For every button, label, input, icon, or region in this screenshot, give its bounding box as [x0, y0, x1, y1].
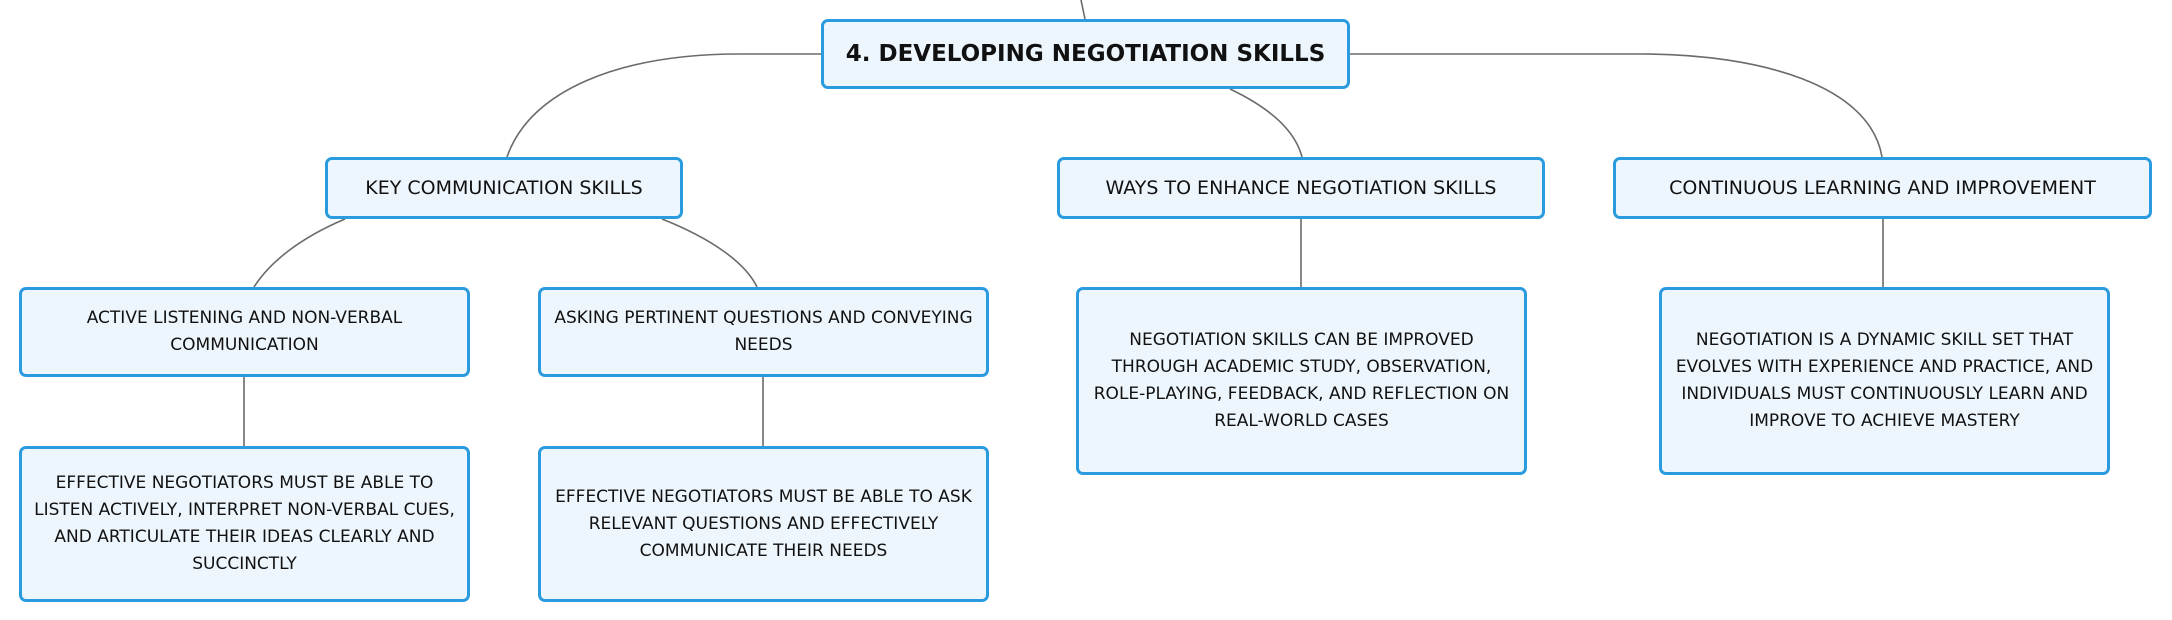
key-communication-skills-label: KEY COMMUNICATION SKILLS: [365, 177, 643, 199]
active-listening-detail-node[interactable]: EFFECTIVE NEGOTIATORS MUST BE ABLE TO LI…: [19, 446, 470, 602]
active-listening-node[interactable]: ACTIVE LISTENING AND NON-VERBAL COMMUNIC…: [19, 287, 470, 377]
asking-questions-node[interactable]: ASKING PERTINENT QUESTIONS AND CONVEYING…: [538, 287, 989, 377]
active-listening-label: ACTIVE LISTENING AND NON-VERBAL COMMUNIC…: [86, 308, 403, 355]
continuous-learning-detail-node[interactable]: NEGOTIATION IS A DYNAMIC SKILL SET THAT …: [1659, 287, 2110, 475]
continuous-learning-detail-text: NEGOTIATION IS A DYNAMIC SKILL SET THAT …: [1675, 330, 2094, 431]
asking-questions-detail-text: EFFECTIVE NEGOTIATORS MUST BE ABLE TO AS…: [555, 486, 972, 561]
active-listening-detail-text: EFFECTIVE NEGOTIATORS MUST BE ABLE TO LI…: [34, 473, 455, 574]
connector-root-to-continuous-learning: [1350, 53, 1883, 158]
connector-root-to-key-communication: [506, 53, 821, 158]
ways-to-enhance-node[interactable]: WAYS TO ENHANCE NEGOTIATION SKILLS: [1057, 157, 1545, 219]
asking-questions-label: ASKING PERTINENT QUESTIONS AND CONVEYING…: [554, 308, 973, 355]
connector-parent-to-root: [1080, 0, 1086, 20]
key-communication-skills-node[interactable]: KEY COMMUNICATION SKILLS: [325, 157, 683, 219]
ways-to-enhance-detail-text: NEGOTIATION SKILLS CAN BE IMPROVED THROU…: [1093, 330, 1510, 431]
root-topic-node[interactable]: 4. DEVELOPING NEGOTIATION SKILLS: [821, 19, 1350, 89]
connector-root-to-ways: [1229, 88, 1303, 158]
ways-to-enhance-label: WAYS TO ENHANCE NEGOTIATION SKILLS: [1105, 177, 1497, 199]
root-topic-label: 4. DEVELOPING NEGOTIATION SKILLS: [845, 41, 1326, 67]
ways-to-enhance-detail-node[interactable]: NEGOTIATION SKILLS CAN BE IMPROVED THROU…: [1076, 287, 1527, 475]
connector-key-to-asking-questions: [661, 218, 758, 288]
connector-key-to-active-listening: [253, 218, 346, 288]
continuous-learning-label: CONTINUOUS LEARNING AND IMPROVEMENT: [1669, 177, 2096, 199]
continuous-learning-node[interactable]: CONTINUOUS LEARNING AND IMPROVEMENT: [1613, 157, 2152, 219]
asking-questions-detail-node[interactable]: EFFECTIVE NEGOTIATORS MUST BE ABLE TO AS…: [538, 446, 989, 602]
